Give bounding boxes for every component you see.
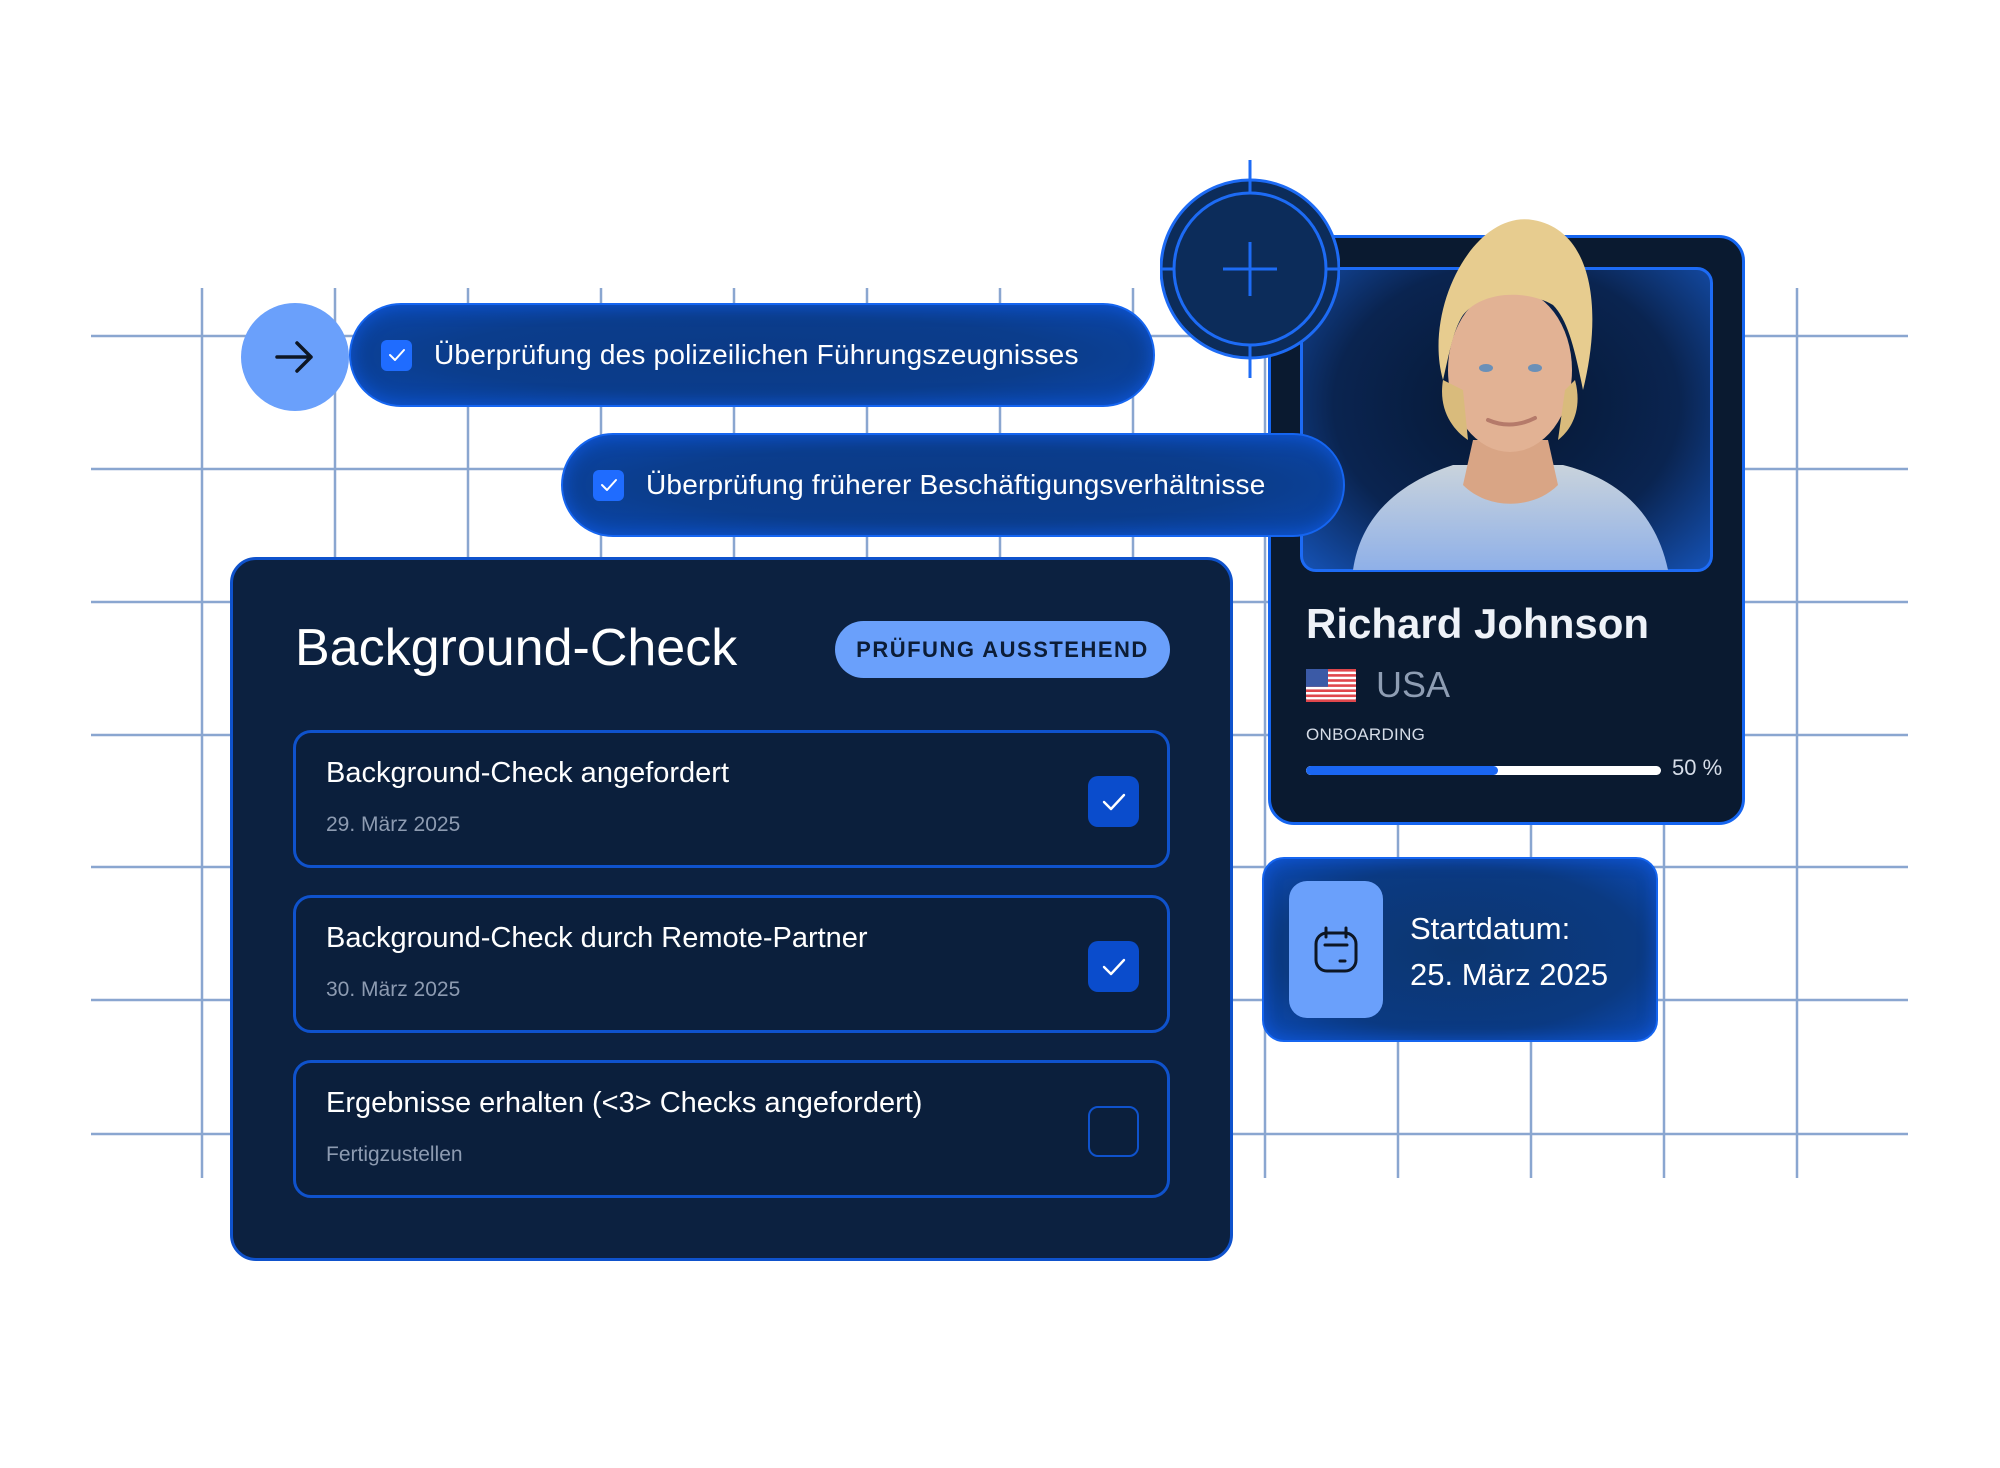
check-pill-label: Überprüfung früherer Beschäftigungsverhä…	[646, 469, 1266, 500]
next-arrow-button[interactable]	[241, 303, 349, 411]
check-item-requested[interactable]: Background-Check angefordert 29. März 20…	[293, 730, 1170, 868]
check-item-title: Ergebnisse erhalten (<3> Checks angeford…	[326, 1087, 923, 1119]
check-item-title: Background-Check durch Remote-Partner	[326, 922, 868, 954]
checkmark-icon	[388, 349, 405, 361]
check-pill-criminal-record[interactable]: Überprüfung des polizeilichen Führungsze…	[349, 303, 1155, 407]
progress-fill	[1306, 766, 1498, 775]
start-date-label: Startdatum:	[1410, 911, 1571, 946]
progress-percent: 50 %	[1672, 755, 1723, 780]
checkmark-icon	[1102, 793, 1125, 810]
check-pill-label: Überprüfung des polizeilichen Führungsze…	[434, 339, 1079, 370]
crosshair-add-icon[interactable]	[1160, 160, 1340, 380]
start-date-text: Startdatum: 25. März 2025	[1410, 906, 1608, 998]
check-item-date: 29. März 2025	[326, 813, 461, 836]
page-title: Background-Check	[295, 619, 738, 677]
onboarding-progress-bar	[1306, 766, 1661, 775]
check-item-remote-partner[interactable]: Background-Check durch Remote-Partner 30…	[293, 895, 1170, 1033]
checkbox-checked[interactable]	[381, 339, 412, 371]
check-item-title: Background-Check angefordert	[326, 757, 730, 789]
checkmark-icon	[600, 479, 617, 491]
check-item-date: 30. März 2025	[326, 978, 461, 1001]
check-item-status: Fertigzustellen	[326, 1143, 463, 1166]
onboarding-label: ONBOARDING	[1306, 725, 1426, 744]
arrow-right-icon	[275, 341, 313, 373]
country-label: USA	[1376, 664, 1451, 705]
calendar-icon	[1314, 926, 1358, 972]
start-date-value: 25. März 2025	[1410, 957, 1609, 992]
profile-country: USA	[1306, 664, 1450, 706]
profile-photo	[1300, 219, 1713, 572]
calendar-tile	[1289, 881, 1383, 1018]
checkbox-checked[interactable]	[1088, 776, 1139, 827]
us-flag-icon	[1306, 668, 1356, 702]
checkbox-checked[interactable]	[1088, 941, 1139, 992]
status-badge: PRÜFUNG AUSSTEHEND	[835, 621, 1170, 678]
check-pill-employment-history[interactable]: Überprüfung früherer Beschäftigungsverhä…	[561, 433, 1345, 537]
checkbox-checked[interactable]	[593, 469, 624, 501]
check-item-results[interactable]: Ergebnisse erhalten (<3> Checks angeford…	[293, 1060, 1170, 1198]
person-portrait-icon	[1353, 219, 1668, 570]
checkbox-unchecked[interactable]	[1088, 1106, 1139, 1157]
checkmark-icon	[1102, 958, 1125, 975]
profile-name: Richard Johnson	[1306, 600, 1650, 647]
